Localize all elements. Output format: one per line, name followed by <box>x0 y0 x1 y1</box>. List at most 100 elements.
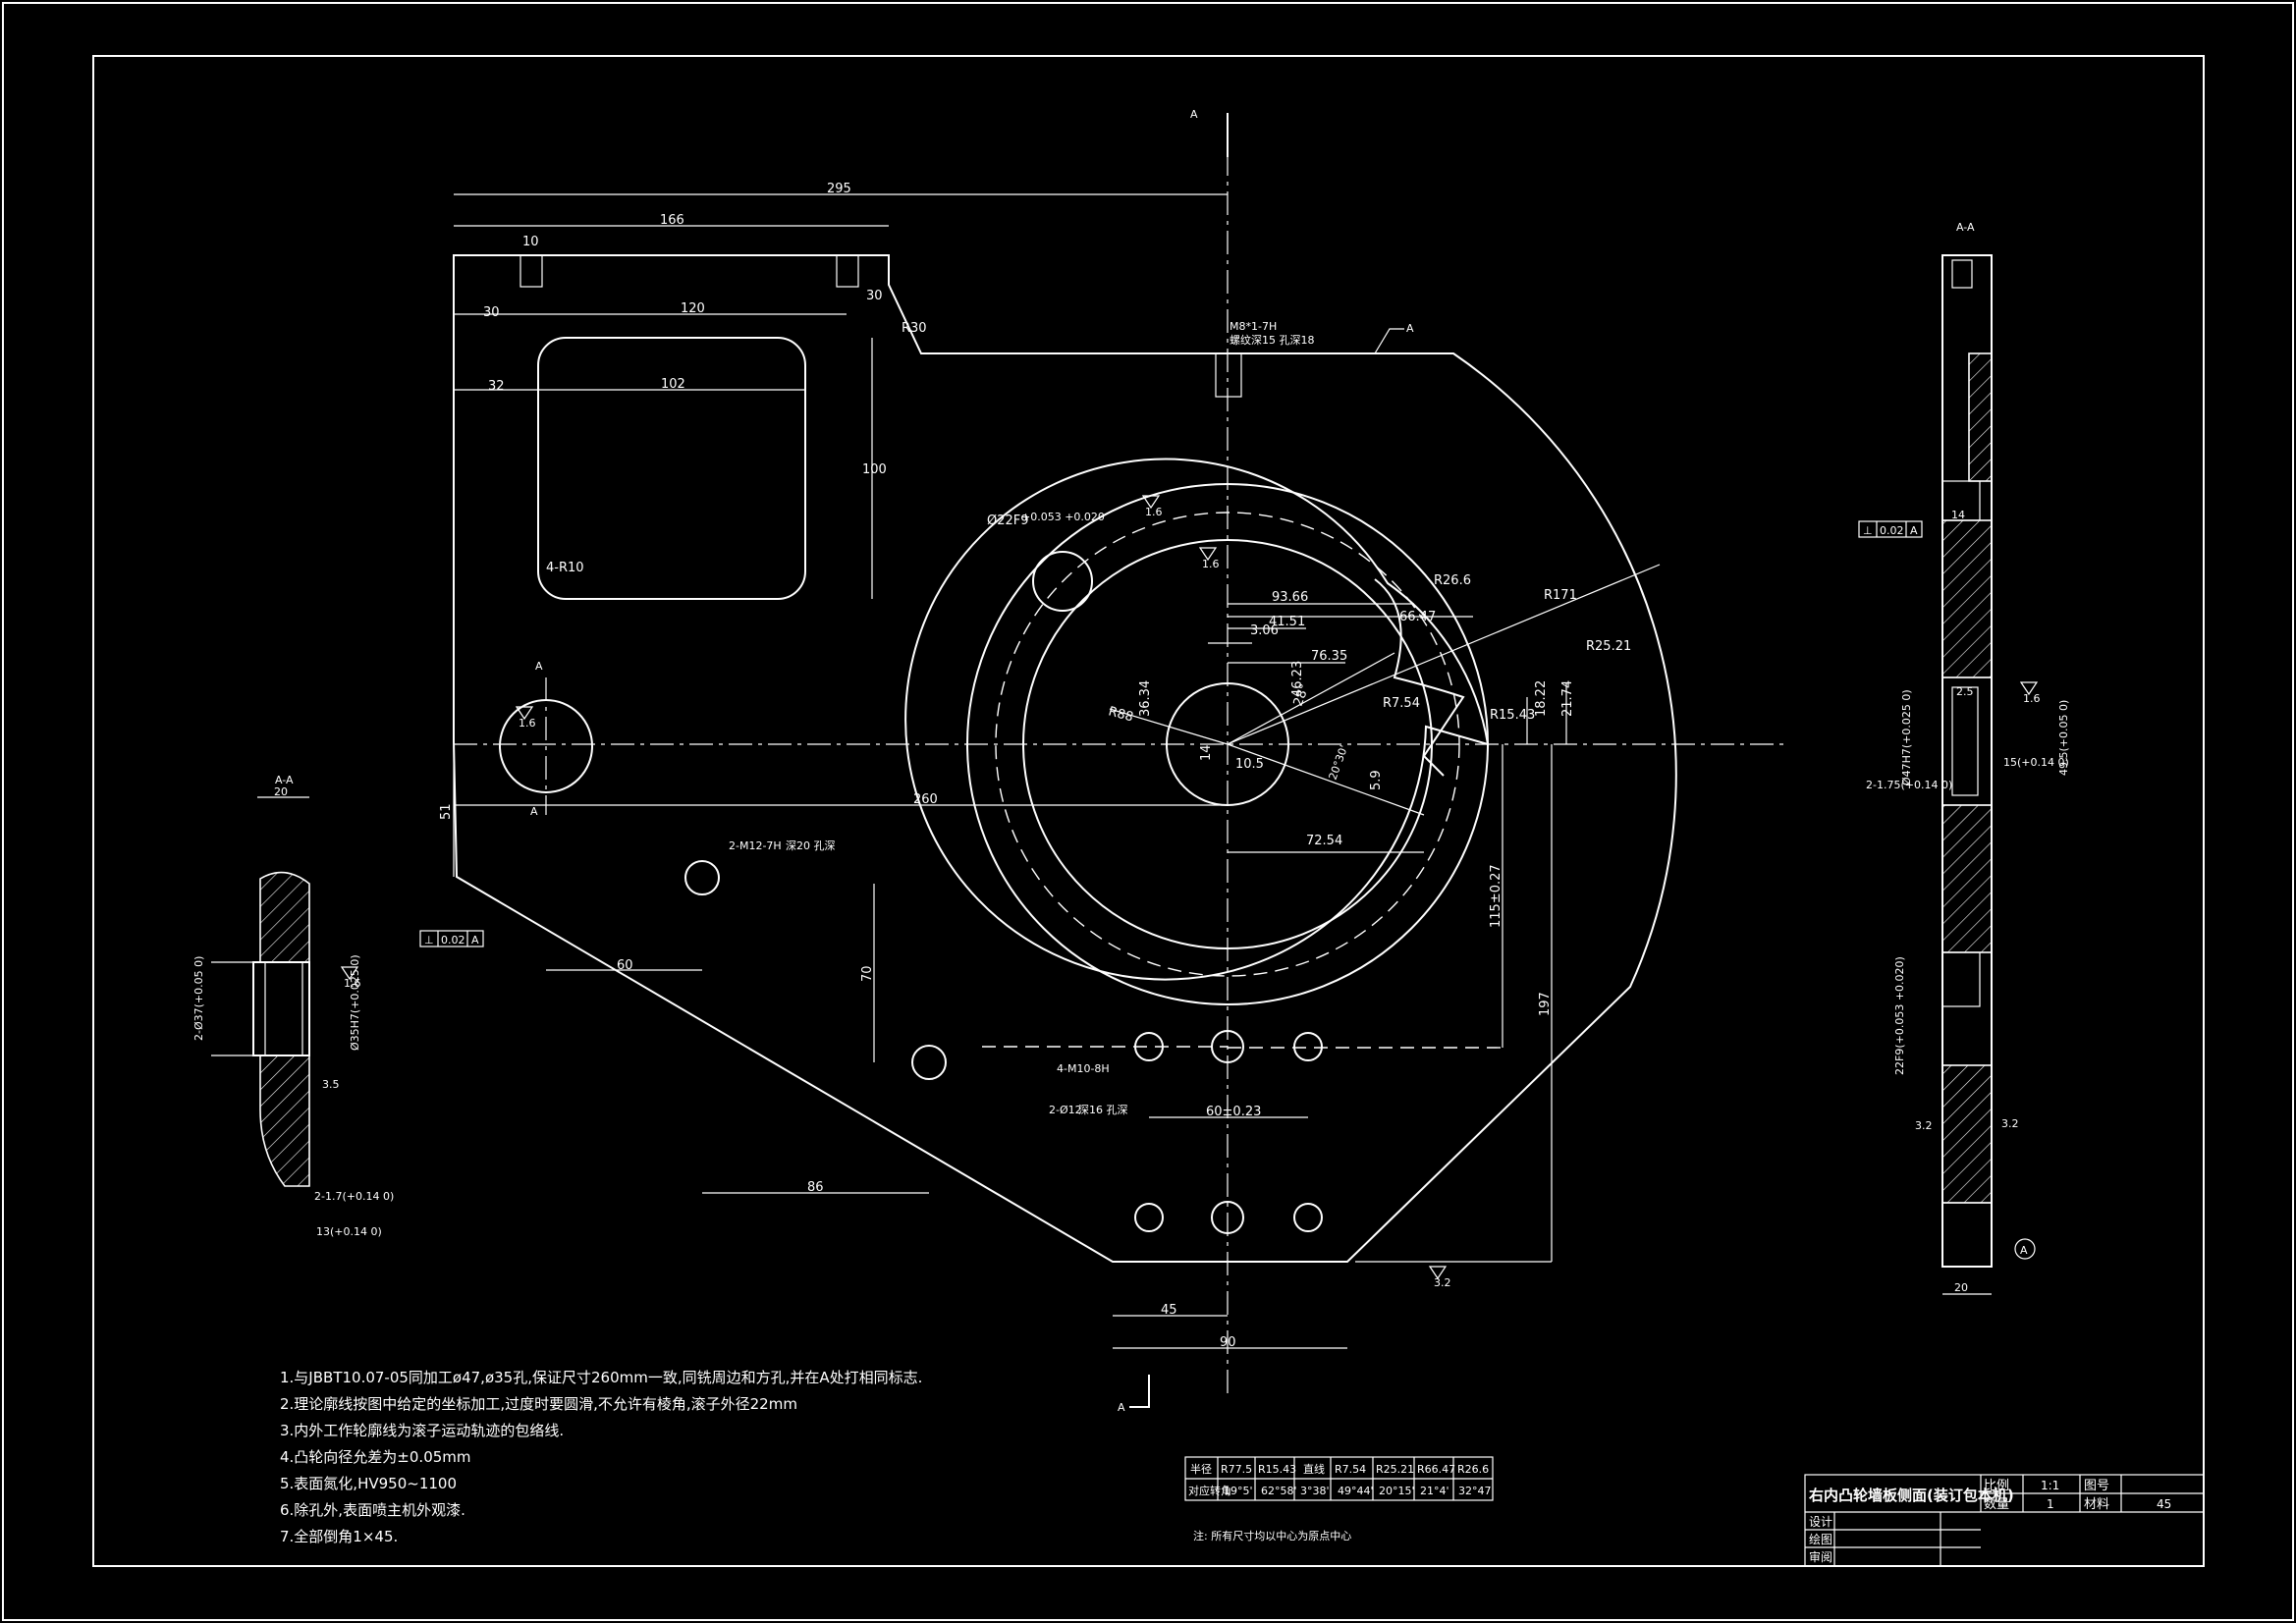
left-d13: 13(+0.14 0) <box>316 1225 382 1238</box>
dimension-lines <box>453 193 1661 1349</box>
right-tol-val: 0.02 <box>1880 524 1904 537</box>
right-d20: 20 <box>1954 1281 1968 1294</box>
table-cell: 直线 <box>1303 1462 1325 1476</box>
table-cell: R25.21 <box>1376 1463 1414 1476</box>
table-cell: 21°4' <box>1420 1485 1449 1497</box>
dim-d12-sub: 深16 孔深 <box>1078 1104 1128 1116</box>
right-d25: 2.5 <box>1956 685 1974 698</box>
table-cell: 3°38' <box>1300 1485 1330 1497</box>
right-tol-sym: ⊥ <box>1863 524 1873 537</box>
right-d49: 49.5(+0.05 0) <box>2057 700 2070 776</box>
dim-r754: R7.54 <box>1383 696 1420 711</box>
dim-60: 60 <box>617 958 633 973</box>
technical-notes: 1.与JBBT10.07-05同加工ø47,ø35孔,保证尺寸260mm一致,同… <box>280 1369 922 1545</box>
dim-1822: 18.22 <box>1534 680 1549 717</box>
roughness-label: 3.2 <box>1434 1276 1451 1289</box>
dim-r88: R88 <box>1107 704 1135 725</box>
dim-m12: 2-M12-7H <box>729 839 782 852</box>
roughness-label: 1.6 <box>1145 506 1163 518</box>
table-cell: 19°5' <box>1224 1485 1253 1497</box>
title-block-check: 审阅 <box>1809 1549 1832 1564</box>
dim-30: 30 <box>483 305 500 320</box>
dim-d22f9-tol: +0.053 +0.020 <box>1021 511 1105 523</box>
dim-r1543: R15.43 <box>1490 708 1535 723</box>
cam-groove-outer <box>904 458 1490 981</box>
right-d15: 15(+0.14 0) <box>2003 756 2069 769</box>
right-bore: Ø47H7(+0.025 0) <box>1900 689 1913 785</box>
right-rough32a: 3.2 <box>1915 1119 1933 1132</box>
right-groove: 2-1.75(+0.14 0) <box>1866 779 1952 791</box>
m8-hole <box>1215 352 1242 398</box>
main-view: 295 166 10 30 30 120 32 102 100 4-R10 R3… <box>439 108 1787 1414</box>
angle-table: 半径 R77.5 R15.43 直线 R7.54 R25.21 R66.47 R… <box>1184 1456 1495 1542</box>
dim-102: 102 <box>661 377 685 392</box>
dim-6647: 66.47 <box>1399 610 1436 624</box>
dim-51: 51 <box>439 803 454 820</box>
dim-d22f9: Ø22F9 <box>987 514 1029 528</box>
note-5: 5.表面氮化,HV950~1100 <box>280 1475 457 1492</box>
title-block-scale: 1:1 <box>2041 1479 2059 1492</box>
dim-4151: 41.51 <box>1269 615 1305 629</box>
section-marker-label: A <box>1406 322 1414 335</box>
dim-r10: 4-R10 <box>546 561 584 575</box>
dim-7254: 72.54 <box>1306 834 1342 848</box>
table-cell: R7.54 <box>1335 1463 1366 1476</box>
table-cell: 32°47' <box>1458 1485 1495 1497</box>
dim-30b: 30 <box>866 289 883 303</box>
plate-outline <box>453 254 1677 1263</box>
table-cell: 62°58' <box>1261 1485 1297 1497</box>
left-section-w20: 20 <box>274 785 288 798</box>
title-block-qty: 1 <box>2047 1497 2054 1511</box>
bolt-hole <box>1293 1032 1323 1061</box>
title-block-material: 45 <box>2157 1497 2171 1511</box>
title-block-design: 设计 <box>1809 1515 1832 1529</box>
bolt-hole <box>1134 1203 1164 1232</box>
note-2: 2.理论廓线按图中给定的坐标加工,过度时要圆滑,不允许有棱角,滚子外径22mm <box>280 1395 797 1413</box>
tapped-hole <box>519 254 543 288</box>
title-block-title: 右内凸轮墙板侧面(装订包本机) <box>1809 1487 2014 1504</box>
dim-197: 197 <box>1538 992 1553 1016</box>
left-hole37: 2-Ø37(+0.05 0) <box>192 956 205 1041</box>
dim-90: 90 <box>1220 1335 1236 1350</box>
left-d35: 3.5 <box>322 1078 340 1091</box>
dim-r171: R171 <box>1544 588 1577 603</box>
left-section-view: A-A 20 2-Ø37(+0.05 0) Ø35H7(+0.025 0) 3.… <box>192 774 484 1238</box>
cam-lobe <box>1374 578 1465 777</box>
table-cell: R77.5 <box>1221 1463 1252 1476</box>
dim-32: 32 <box>488 379 505 394</box>
left-bore: Ø35H7(+0.025 0) <box>349 954 361 1051</box>
dim-10: 10 <box>522 235 539 249</box>
bolt-hole <box>1293 1203 1323 1232</box>
roughness-label: 1.6 <box>519 717 536 730</box>
dim-m12-sub: 深20 孔深 <box>786 839 836 852</box>
roughness-label: 1.6 <box>2023 692 2041 705</box>
roughness-label: 1.6 <box>344 977 361 990</box>
m12-hole-1 <box>684 860 720 895</box>
dim-9366: 93.66 <box>1272 590 1308 605</box>
note-4: 4.凸轮向径允差为±0.05mm <box>280 1448 471 1466</box>
right-tol-ref: A <box>1910 524 1918 537</box>
title-block-qty-label: 数量 <box>1984 1497 2009 1512</box>
dim-3634: 36.34 <box>1138 680 1153 717</box>
left-tol-val: 0.02 <box>441 934 465 947</box>
right-d14: 14 <box>1951 509 1965 521</box>
dim-59: 5.9 <box>1369 770 1384 790</box>
dim-100: 100 <box>862 462 887 477</box>
tapped-hole <box>836 254 859 288</box>
dimension-texts: 295 166 10 30 30 120 32 102 100 4-R10 R3… <box>439 182 1631 1350</box>
dim-r2521: R25.21 <box>1586 639 1631 654</box>
section-marker-label: A <box>530 805 538 818</box>
note-3: 3.内外工作轮廓线为滚子运动轨迹的包络线. <box>280 1422 564 1439</box>
dim-120: 120 <box>681 301 705 316</box>
title-block: 右内凸轮墙板侧面(装订包本机) 比例 1:1 图号 数量 1 材料 45 设计 … <box>1804 1474 2205 1567</box>
section-marker-label: A <box>1190 108 1198 121</box>
dim-6023: 60±0.23 <box>1206 1105 1261 1119</box>
table-cell: R26.6 <box>1457 1463 1489 1476</box>
dim-45: 45 <box>1161 1303 1177 1318</box>
section-marker-label: A <box>535 660 543 673</box>
right-rough32b: 3.2 <box>2001 1117 2019 1130</box>
dim-166: 166 <box>660 213 684 228</box>
dim-11527: 115±0.27 <box>1489 864 1503 928</box>
dim-14: 14 <box>1199 744 1214 761</box>
